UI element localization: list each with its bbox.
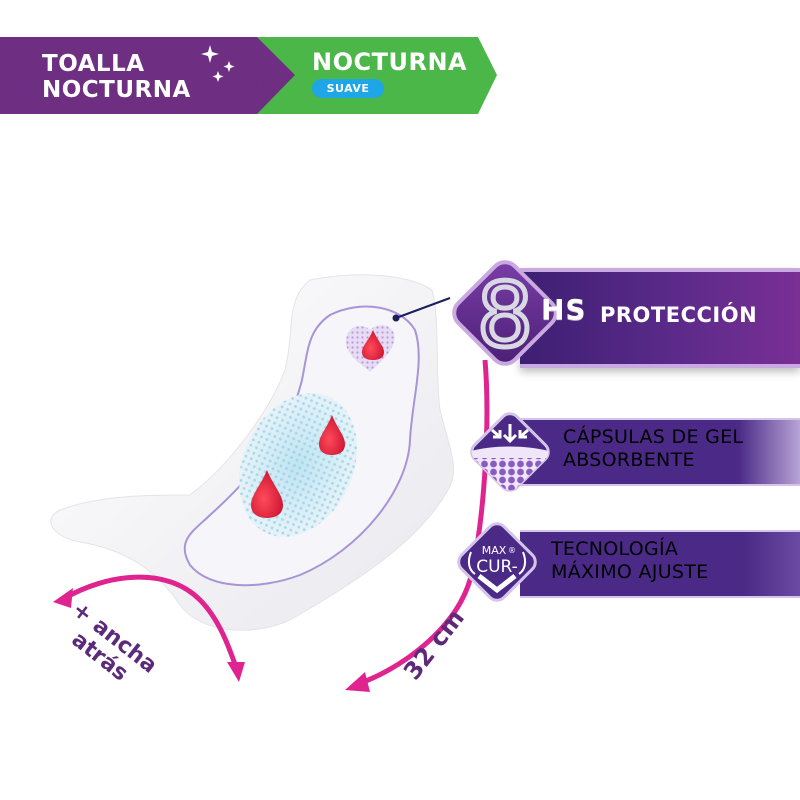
feature-protection-bar (520, 268, 800, 368)
banner-background (0, 37, 497, 114)
svg-text:8: 8 (477, 264, 533, 367)
feature-protection-label: PROTECCIÓN (600, 303, 758, 327)
width-arrow (53, 574, 245, 682)
drop-icon (362, 330, 384, 360)
feature-gel-line2: ABSORBENTE (563, 449, 695, 471)
svg-text:CUR-: CUR- (476, 557, 518, 577)
feature-fit-label: TECNOLOGÍA MÁXIMO AJUSTE (551, 538, 708, 584)
feature-gel-bar (520, 418, 800, 486)
feature-fit-bar (520, 530, 800, 598)
gel-capsules-icon (467, 412, 553, 495)
length-arrow (345, 360, 490, 692)
drop-icon (319, 415, 345, 455)
feature-fit-line1: TECNOLOGÍA (551, 538, 679, 560)
product-banner: TOALLA NOCTURNA NOCTURNA SUAVE (0, 37, 800, 114)
drop-icon (251, 470, 283, 518)
feature-protection-unit: HS (541, 293, 587, 326)
feature-gel-label: CÁPSULAS DE GEL ABSORBENTE (563, 426, 743, 472)
banner-title-line1: TOALLA (42, 51, 145, 77)
svg-text:MAX: MAX (482, 544, 507, 557)
variant-title: NOCTURNA (312, 48, 468, 76)
feature-gel-line1: CÁPSULAS DE GEL (563, 426, 744, 448)
maxcur-icon: MAX ® CUR- (457, 522, 537, 602)
banner-title-line2: NOCTURNA (42, 77, 191, 103)
moon-stars-icon (196, 41, 270, 107)
svg-text:®: ® (508, 546, 516, 555)
feature-fit-line2: MÁXIMO AJUSTE (551, 561, 709, 583)
banner-title: TOALLA NOCTURNA (42, 51, 191, 103)
sanitary-pad-illustration (40, 260, 470, 640)
variant-badge: SUAVE (312, 79, 384, 98)
eight-hours-icon: 8 (452, 260, 558, 370)
